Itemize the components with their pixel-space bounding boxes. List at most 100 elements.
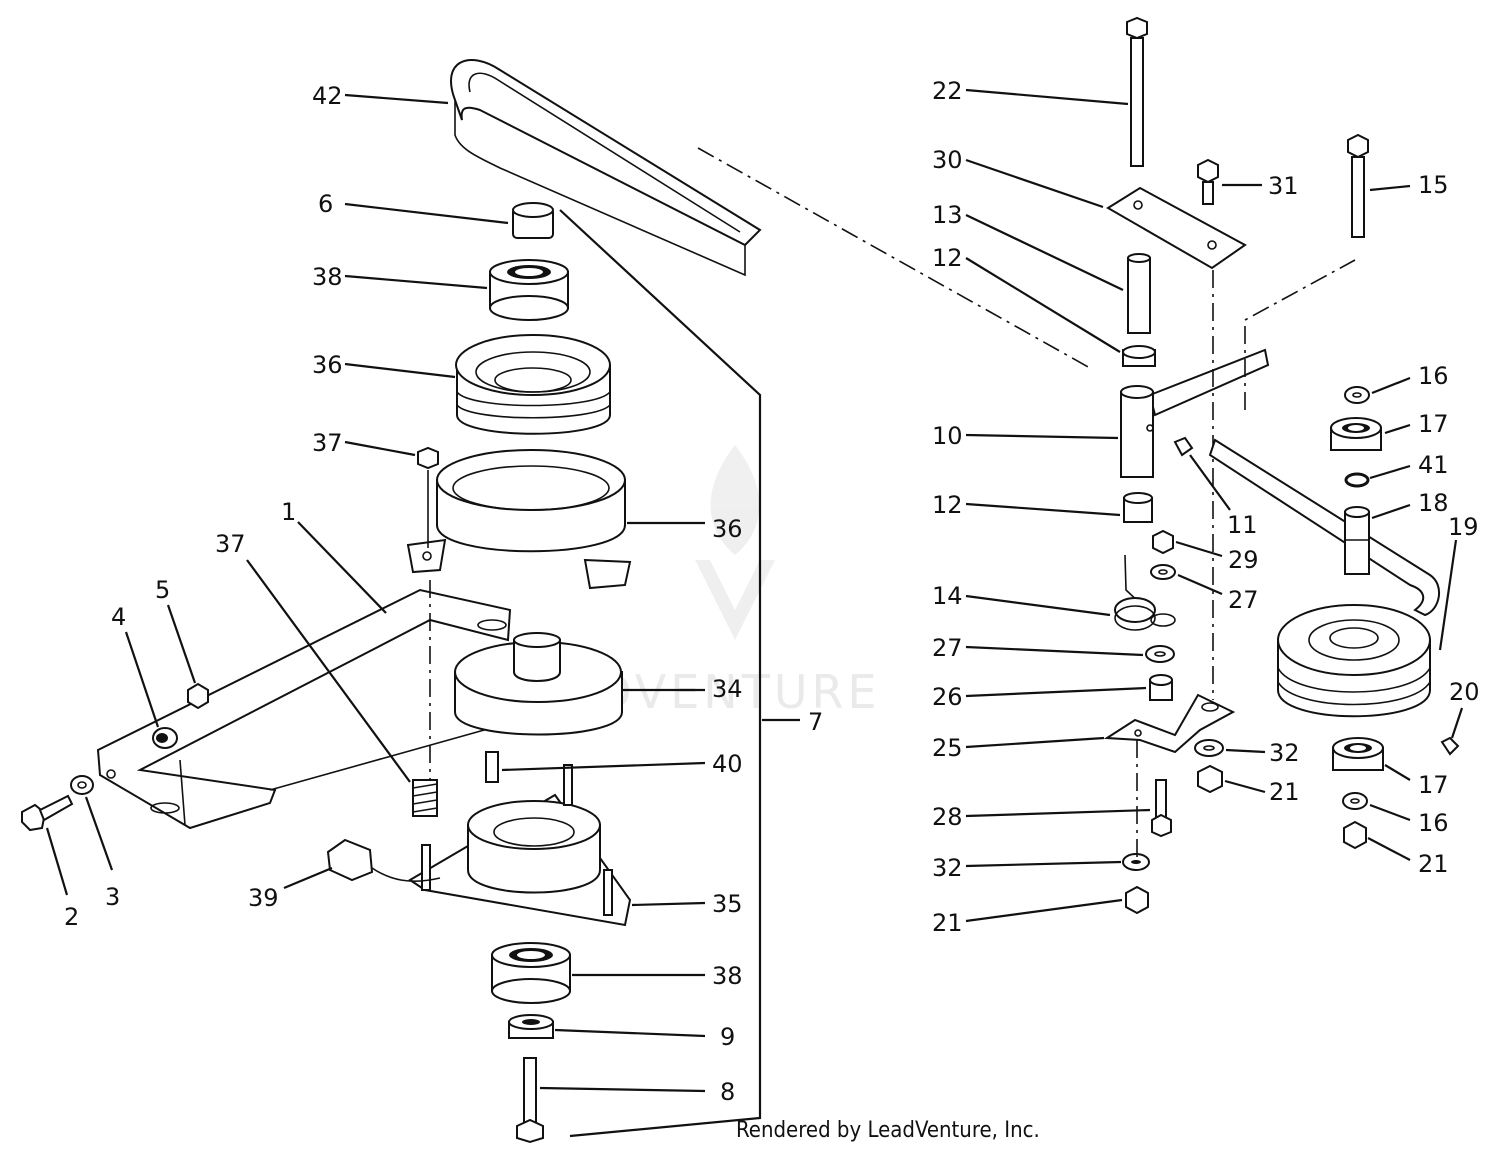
belt-42 [450,59,762,277]
bearing-17-bottom [1332,737,1384,771]
callout-40: 40 [712,750,743,778]
callout-26: 26 [932,683,963,711]
callout-38: 38 [712,962,743,990]
callout-3: 3 [105,883,120,911]
callout-11: 11 [1227,511,1258,539]
callout-25: 25 [932,734,963,762]
nut-21 [1197,764,1223,794]
washer-27 [1150,564,1176,580]
washer-32-bottom [1122,853,1150,871]
bolt-8 [516,1057,544,1144]
spacer-4 [152,727,178,749]
spring-37 [412,779,438,817]
callout-27: 27 [932,634,963,662]
callout-39: 39 [248,884,279,912]
nut-21-bottom [1125,885,1149,915]
callout-30: 30 [932,146,963,174]
grease-fitting-11 [1173,436,1194,457]
nut-29 [1152,529,1174,555]
idler-pulley-19 [1277,604,1431,718]
callout-16: 16 [1418,809,1449,837]
callout-36: 36 [312,351,343,379]
nut-5 [187,682,209,710]
callout-15: 15 [1418,171,1449,199]
callout-1: 1 [281,498,296,526]
clutch-rotor-34 [454,632,623,736]
callout-18: 18 [1418,489,1449,517]
washer-9 [508,1014,554,1039]
callout-5: 5 [155,576,170,604]
callout-28: 28 [932,803,963,831]
nut-21-right [1343,820,1367,850]
callout-37: 37 [312,429,343,457]
callout-14: 14 [932,582,963,610]
callout-12: 12 [932,491,963,519]
washer-27-lower [1145,645,1175,663]
callout-9: 9 [720,1023,735,1051]
kit-bracket-7 [559,209,762,1138]
bearing-17-top [1330,417,1382,451]
callout-32: 32 [1269,739,1300,767]
callout-21: 21 [932,909,963,937]
callout-22: 22 [932,77,963,105]
bracket-25 [1103,693,1236,754]
callout-17: 17 [1418,771,1449,799]
pivot-tube-10 [1120,385,1154,478]
bolt-28 [1151,779,1172,838]
callout-17: 17 [1418,410,1449,438]
key-40 [485,751,499,783]
bushing-12-bottom [1123,492,1153,523]
bolt-2 [21,794,74,832]
callout-20: 20 [1449,678,1480,706]
callout-16: 16 [1418,362,1449,390]
mounting-bracket-1 [96,588,521,830]
callout-4: 4 [111,603,126,631]
bearing-38-top [489,259,569,321]
callout-13: 13 [932,201,963,229]
grease-fitting-20 [1440,736,1460,756]
washer-32 [1194,739,1224,757]
spacer-6 [512,202,554,239]
callout-35: 35 [712,890,743,918]
callout-7: 7 [808,708,823,736]
callout-42: 42 [312,82,343,110]
callout-41: 41 [1418,451,1449,479]
pulley-36 [455,334,611,435]
retaining-ring-41 [1344,472,1370,488]
callout-36: 36 [712,515,743,543]
bushing-12-top [1122,345,1156,367]
washer-16-bottom [1342,792,1368,810]
callout-6: 6 [318,190,333,218]
clutch-housing-36 [406,449,632,590]
callout-2: 2 [64,903,79,931]
bolt-15 [1347,133,1369,238]
bolt-31 [1197,158,1219,205]
idler-arm [1148,259,1356,417]
callout-21: 21 [1269,778,1300,806]
callout-34: 34 [712,675,743,703]
nut-37 [417,446,439,548]
callout-29: 29 [1228,546,1259,574]
callout-37: 37 [215,530,246,558]
belt-path-line [697,147,1091,369]
bolt-22 [1126,16,1148,167]
bearing-38-bottom [491,942,571,1004]
credit-line: Rendered by LeadVenture, Inc. [736,1118,1040,1143]
washer-16-top [1344,386,1370,404]
tube-13 [1127,253,1151,334]
plate-30 [1106,186,1247,270]
torsion-spring-14 [1114,554,1176,631]
spacer-18 [1344,506,1370,575]
spacer-26 [1149,674,1173,701]
callout-38: 38 [312,263,343,291]
callout-labels: 42 6 38 36 37 36 1 37 5 4 34 7 40 2 3 39 [45,77,1480,1106]
callout-32: 32 [932,854,963,882]
callout-10: 10 [932,422,963,450]
callout-19: 19 [1448,513,1479,541]
callout-21: 21 [1418,850,1449,878]
callout-12: 12 [932,244,963,272]
callout-31: 31 [1268,172,1299,200]
callout-8: 8 [720,1078,735,1106]
belt-segment [1208,438,1440,617]
